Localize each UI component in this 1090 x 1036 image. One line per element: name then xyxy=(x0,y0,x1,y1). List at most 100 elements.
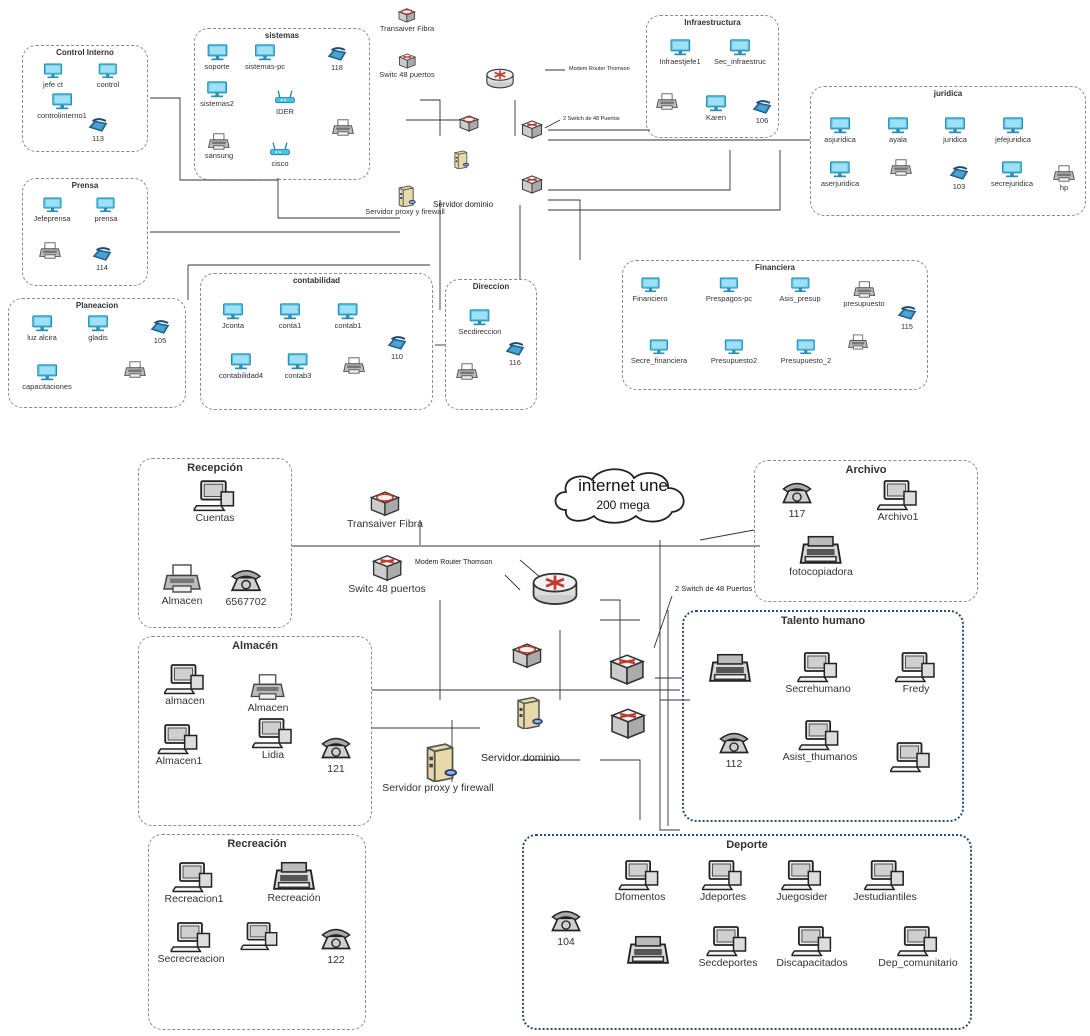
device-item: Jestudiantiles xyxy=(853,858,917,903)
device-item: sansung xyxy=(205,132,233,160)
device-label: Dep_comunitario xyxy=(878,957,958,969)
device-label: control xyxy=(96,80,120,89)
device-item: Presupuesto2 xyxy=(711,338,757,365)
group-title: Talento humano xyxy=(780,615,866,627)
workstation-icon xyxy=(878,924,957,957)
workstation-icon xyxy=(700,858,746,891)
device-item: capacitaciones xyxy=(22,363,72,391)
device-item: Switc 48 puertos xyxy=(348,553,426,595)
connection-line xyxy=(548,150,731,191)
connection-line xyxy=(548,150,781,211)
workstation-icon xyxy=(157,920,224,953)
device-item: luz alcira xyxy=(27,314,57,342)
device-label: Discapacitados xyxy=(776,957,848,969)
monitor-icon xyxy=(711,338,757,356)
device-item: Transaiver Fibra xyxy=(380,6,434,33)
device-item: Asis_presup xyxy=(779,276,821,303)
device-item: Almacen1 xyxy=(155,722,203,767)
device-label: Almacen xyxy=(161,595,203,607)
phone-icon xyxy=(326,45,348,63)
connection-line xyxy=(699,529,755,541)
workstation-icon xyxy=(699,924,758,957)
device-label: 116 xyxy=(509,358,521,367)
device-item: Juegosider xyxy=(776,858,828,903)
device-item: Financiero xyxy=(632,276,668,303)
device-label: Secdeportes xyxy=(698,957,758,969)
device-item: fotocopiadora xyxy=(789,532,853,578)
monitor-icon xyxy=(278,302,302,321)
device-label: Financiero xyxy=(632,294,668,303)
device-label: Fredy xyxy=(902,683,930,695)
group-control-interno: Control Interno xyxy=(22,45,148,152)
telephone-icon xyxy=(317,733,355,763)
group-planeacion: Planeacion xyxy=(8,298,186,408)
device-item: Sec_infraestruc xyxy=(714,38,766,66)
group-title: Infraestructura xyxy=(684,18,741,27)
device-item: 112 xyxy=(715,728,753,770)
device-item: 114 xyxy=(91,245,113,272)
device-item: Jdeportes xyxy=(700,858,746,903)
monitor-icon xyxy=(219,352,263,371)
group-deporte: Deporte xyxy=(522,834,972,1030)
device-item: Infraestjefe1 xyxy=(659,38,701,66)
router-note: Modem Router Thomson xyxy=(569,66,630,72)
printer-icon xyxy=(455,362,479,381)
device-label: gladis xyxy=(88,333,108,342)
phone-icon xyxy=(504,340,526,358)
telephone-icon xyxy=(715,728,753,758)
device-label: 113 xyxy=(92,134,104,143)
workstation-icon xyxy=(890,740,932,773)
group-juridica: juridica xyxy=(810,86,1086,216)
device-label: jefe ct xyxy=(42,80,63,89)
device-item: 106 xyxy=(751,98,773,125)
telephone-icon xyxy=(226,565,267,596)
device-label: IDER xyxy=(276,107,294,116)
device-item: Almacen xyxy=(161,562,203,607)
device-label: Recreación xyxy=(267,892,321,904)
device-item: 6567702 xyxy=(226,565,267,608)
switch-icon xyxy=(519,119,546,140)
device-item xyxy=(123,360,147,379)
workstation-icon xyxy=(853,858,917,891)
device-label: Almacen1 xyxy=(155,755,203,767)
device-label: Almacen xyxy=(247,702,289,714)
device-label: Recreacion1 xyxy=(164,893,224,905)
group-title: Almacén xyxy=(232,640,278,652)
group-title: juridica xyxy=(933,89,963,98)
device-label: contab1 xyxy=(334,321,362,330)
group-title: sistemas xyxy=(264,31,300,40)
device-item: contabilidad4 xyxy=(219,352,263,380)
connection-line xyxy=(600,759,641,820)
device-item xyxy=(331,118,355,137)
group-recreacion: Recreación xyxy=(148,834,366,1030)
device-item: Dfomentos xyxy=(615,858,665,903)
device-label: Switc 48 puertos xyxy=(379,70,435,79)
big-printer-icon xyxy=(626,932,670,966)
device-label: 112 xyxy=(725,758,743,770)
device-item: 113 xyxy=(87,116,109,143)
group-title: Direccion xyxy=(472,282,510,291)
connection-line xyxy=(277,178,400,219)
big-printer-icon xyxy=(789,532,853,566)
device-label: Infraestjefe1 xyxy=(659,57,701,66)
phone-icon xyxy=(87,116,109,134)
device-item: Servidor proxy y firewall xyxy=(365,185,445,216)
group-archivo: Archivo xyxy=(754,460,978,602)
device-label: sistemas2 xyxy=(200,99,234,108)
big-printer-icon xyxy=(708,650,752,684)
device-label: 115 xyxy=(901,322,913,331)
device-item: sistemas2 xyxy=(200,80,234,108)
device-item: Recreación xyxy=(267,858,321,904)
device-label: secrejuridica xyxy=(990,179,1034,188)
device-item xyxy=(240,920,280,951)
device-item: Secrehumano xyxy=(785,650,851,695)
device-label: 105 xyxy=(153,336,167,345)
telephone-icon xyxy=(547,906,585,936)
workstation-icon xyxy=(895,650,937,683)
transceiver-icon xyxy=(457,113,482,133)
printer-icon xyxy=(161,562,203,595)
device-item: Secre_financiera xyxy=(631,338,687,365)
device-label: Secdireccion xyxy=(458,327,502,336)
device-label: Secre_financiera xyxy=(630,356,688,365)
